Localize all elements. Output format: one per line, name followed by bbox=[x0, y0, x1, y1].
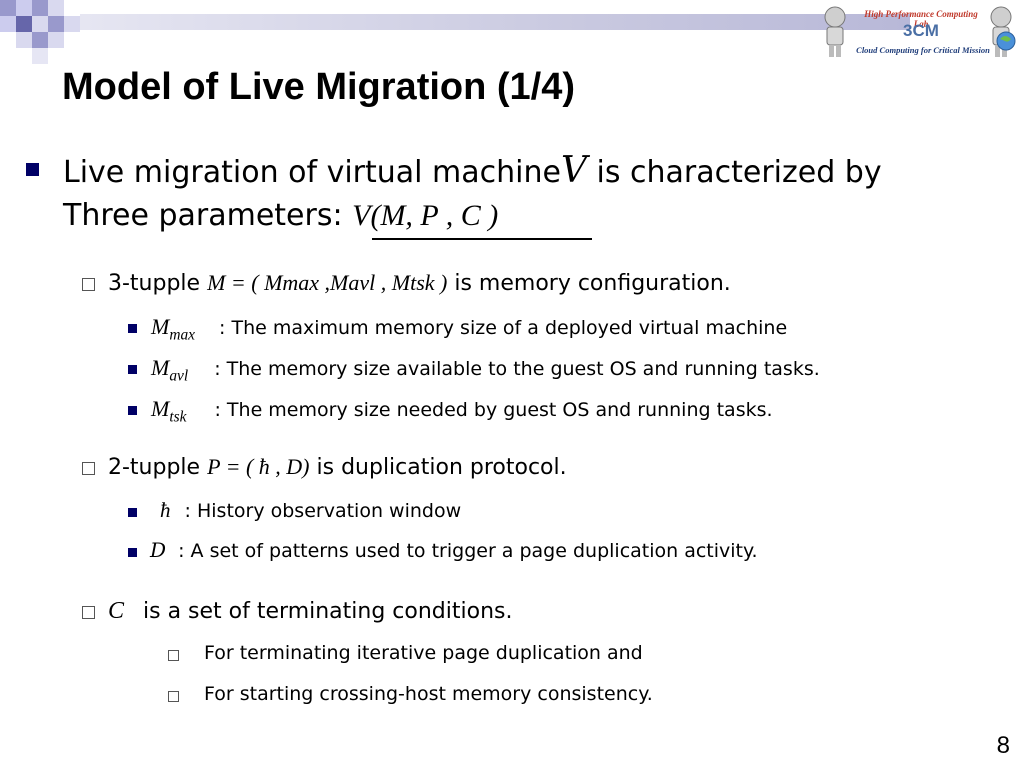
history-line: ħ : History observation window bbox=[160, 498, 461, 523]
bullet1-line1: Live migration of virtual machineV is ch… bbox=[63, 150, 882, 191]
bullet1-text-a: Live migration of virtual machine bbox=[63, 155, 561, 190]
mmax-desc: : The maximum memory size of a deployed … bbox=[219, 317, 788, 339]
bullet1-text-c: Three parameters: bbox=[63, 198, 353, 233]
small-square-bullet-icon bbox=[128, 508, 137, 517]
mmax-line: Mmax : The maximum memory size of a depl… bbox=[151, 314, 787, 344]
protocol-formula: P = ( ħ , D) bbox=[207, 454, 310, 479]
c-symbol: C bbox=[108, 598, 125, 624]
history-desc: : History observation window bbox=[184, 500, 462, 522]
vmpc-formula: V(M, P , C ) bbox=[352, 199, 499, 232]
terminating-desc: is a set of terminating conditions. bbox=[143, 599, 513, 624]
v-symbol: V bbox=[560, 150, 587, 191]
mmax-symbol: Mmax bbox=[151, 314, 195, 344]
memory-desc: is memory configuration. bbox=[447, 271, 731, 296]
logo-line2: 3CM bbox=[903, 21, 939, 40]
hollow-square-bullet-icon bbox=[82, 278, 95, 291]
bullet1-line2: Three parameters: V(M, P , C ) bbox=[63, 198, 498, 233]
mtsk-desc: : The memory size needed by guest OS and… bbox=[214, 399, 773, 421]
hollow-square-bullet-icon bbox=[82, 606, 95, 619]
robot-figures-icon bbox=[824, 6, 1016, 57]
corner-decoration bbox=[0, 0, 80, 64]
slide-title: Model of Live Migration (1/4) bbox=[62, 66, 576, 108]
terminating-item-2: For starting crossing-host memory consis… bbox=[204, 683, 653, 705]
logo-line1: High Performance Computing Lab bbox=[864, 9, 978, 29]
memory-line: 3-tupple M = ( Mmax ,Mavl , Mtsk ) is me… bbox=[108, 270, 731, 296]
hbar-symbol: ħ bbox=[160, 498, 171, 522]
mtsk-symbol: Mtsk bbox=[151, 396, 187, 426]
hollow-square-bullet-icon bbox=[82, 462, 95, 475]
mavl-desc: : The memory size available to the guest… bbox=[214, 358, 820, 380]
bullet1-text-b: is characterized by bbox=[596, 155, 882, 190]
mavl-line: Mavl : The memory size available to the … bbox=[151, 355, 820, 385]
square-bullet-icon bbox=[26, 163, 39, 176]
header-bar bbox=[80, 14, 910, 30]
page-number: 8 bbox=[996, 732, 1010, 759]
patterns-line: D : A set of patterns used to trigger a … bbox=[150, 538, 758, 562]
terminating-line: C is a set of terminating conditions. bbox=[108, 598, 512, 625]
hollow-square-bullet-icon bbox=[168, 691, 179, 702]
protocol-desc: is duplication protocol. bbox=[309, 455, 567, 480]
terminating-item-1: For terminating iterative page duplicati… bbox=[204, 642, 643, 664]
logo-line3: Cloud Computing for Critical Mission bbox=[856, 45, 990, 55]
mavl-symbol: Mavl bbox=[151, 355, 189, 385]
protocol-line: 2-tupple P = ( ħ , D) is duplication pro… bbox=[108, 454, 567, 480]
d-symbol: D bbox=[150, 538, 167, 562]
lab-logo: High Performance Computing Lab 3CM Cloud… bbox=[818, 3, 1018, 61]
small-square-bullet-icon bbox=[128, 406, 137, 415]
formula-underline bbox=[372, 238, 592, 240]
hollow-square-bullet-icon bbox=[168, 650, 179, 661]
memory-label: 3-tupple bbox=[108, 271, 208, 296]
memory-formula: M = ( Mmax ,Mavl , Mtsk ) bbox=[207, 270, 448, 295]
patterns-desc: : A set of patterns used to trigger a pa… bbox=[178, 540, 758, 562]
small-square-bullet-icon bbox=[128, 365, 137, 374]
small-square-bullet-icon bbox=[128, 324, 137, 333]
mtsk-line: Mtsk : The memory size needed by guest O… bbox=[151, 396, 773, 426]
small-square-bullet-icon bbox=[128, 548, 137, 557]
protocol-label: 2-tupple bbox=[108, 455, 208, 480]
